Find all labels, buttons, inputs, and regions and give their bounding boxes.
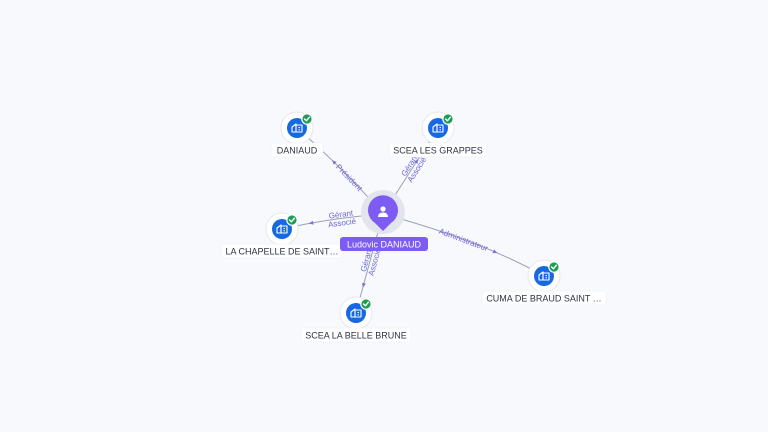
person-name[interactable]: Ludovic DANIAUD: [347, 240, 422, 250]
active-check-icon: [360, 298, 372, 310]
person-icon: [378, 206, 388, 217]
company-node-la-chapelle[interactable]: LA CHAPELLE DE SAINT…: [220, 212, 344, 259]
building-icon: [350, 308, 362, 318]
active-check-icon: [442, 113, 454, 125]
company-node-core: [346, 303, 366, 323]
edge-arrow-icon: [492, 249, 498, 254]
edge-arrow-icon: [362, 282, 366, 288]
company-name[interactable]: LA CHAPELLE DE SAINT…: [225, 247, 338, 257]
active-check-icon: [286, 214, 298, 226]
company-node-cuma-de-braud[interactable]: CUMA DE BRAUD SAINT …: [481, 259, 607, 306]
company-node-scea-la-belle-brune[interactable]: SCEA LA BELLE BRUNE: [300, 296, 412, 343]
active-check-icon: [548, 261, 560, 273]
company-label-box: [300, 327, 412, 343]
nodes-layer: DANIAUD SCEA LES GRAPPES LA CHAPELLE DE SA…: [220, 111, 607, 343]
edge-arrow-icon: [414, 159, 419, 164]
edge-arrow-icon: [332, 160, 337, 165]
company-label-box: [388, 142, 488, 158]
building-icon: [432, 123, 444, 133]
edge-role-label: Administrateur: [438, 227, 490, 254]
building-icon: [538, 271, 550, 281]
company-name[interactable]: CUMA DE BRAUD SAINT …: [486, 294, 601, 304]
building-icon: [291, 123, 303, 133]
company-name[interactable]: SCEA LA BELLE BRUNE: [305, 331, 407, 341]
company-node-core: [428, 118, 448, 138]
company-node-core: [272, 219, 292, 239]
active-check-icon: [301, 113, 313, 125]
edge-role-label: Président: [334, 163, 365, 194]
company-name[interactable]: DANIAUD: [277, 146, 318, 156]
company-node-scea-les-grappes[interactable]: SCEA LES GRAPPES: [388, 111, 488, 158]
edge-line: [382, 213, 545, 277]
company-name[interactable]: SCEA LES GRAPPES: [393, 146, 483, 156]
person-label-box: [340, 237, 428, 251]
company-node-daniaud[interactable]: DANIAUD: [270, 111, 324, 158]
building-icon: [276, 224, 288, 234]
edge-arrow-icon: [308, 220, 314, 225]
edge-role-label: Gérant: [328, 208, 354, 220]
company-label-box: [481, 290, 607, 306]
company-node-core: [534, 266, 554, 286]
company-node-core: [287, 118, 307, 138]
company-label-box: [270, 142, 324, 158]
center-node[interactable]: Ludovic DANIAUD: [340, 190, 428, 251]
edge-role-label: Associé: [328, 217, 358, 230]
